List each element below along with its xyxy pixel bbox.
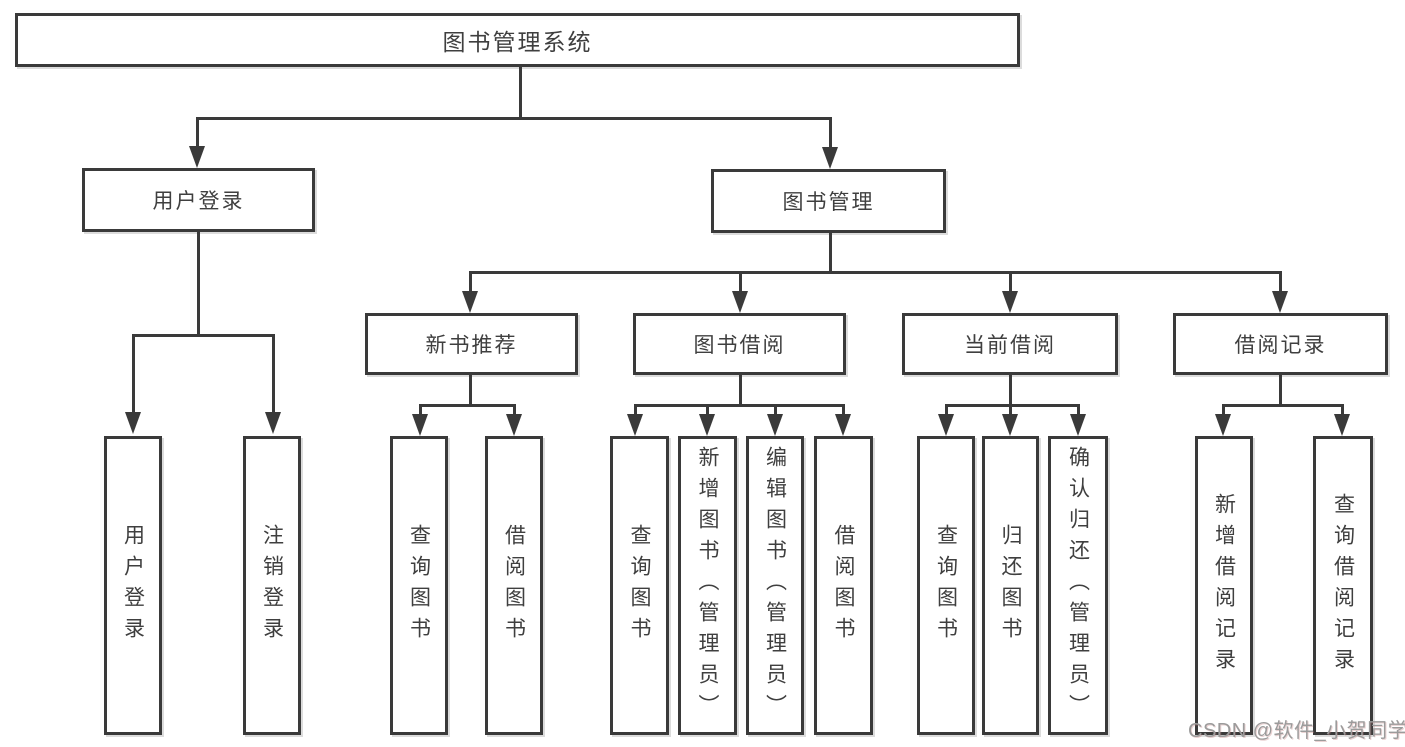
arrow-down-add-book-admin (699, 414, 715, 436)
leaf-add-borrow-record-label: 新增借阅记录 (1212, 492, 1236, 679)
connector-drop-confirm-return-admin (1076, 407, 1080, 414)
arrow-down-borrow-books-recommend (506, 414, 522, 436)
node-user-login: 用户登录 (82, 168, 315, 232)
connector-drop-query-books-borrow (633, 407, 637, 414)
node-current-borrow: 当前借阅 (902, 313, 1118, 375)
leaf-user-login-label: 用户登录 (121, 523, 145, 648)
connector-borrow-record-stem (1278, 375, 1282, 404)
arrow-down-book-management (822, 147, 838, 169)
arrow-down-leaf-user-login (125, 412, 141, 434)
leaf-query-books-recommend-label: 查询图书 (407, 523, 431, 648)
arrow-down-confirm-return-admin (1070, 414, 1086, 436)
node-current-borrow-label: 当前借阅 (964, 334, 1056, 357)
connector-user-login-bar (131, 334, 275, 337)
connector-book-management-stem (828, 233, 832, 271)
leaf-query-books-borrow: 查询图书 (610, 436, 669, 735)
watermark: CSDN @软件_小贺同学 (1188, 720, 1405, 742)
arrow-down-query-borrow-record (1334, 414, 1350, 436)
arrow-down-borrow-books-borrow (835, 414, 851, 436)
leaf-edit-book-admin-label: 编辑图书（管理员） (763, 446, 787, 725)
arrow-down-book-borrow (732, 291, 748, 313)
connector-user-login-stem (196, 232, 200, 334)
arrow-down-query-books-borrow (627, 414, 643, 436)
leaf-borrow-books-recommend: 借阅图书 (485, 436, 543, 735)
connector-drop-current-borrow (1008, 274, 1012, 291)
connector-drop-return-book (1008, 407, 1012, 414)
arrow-down-add-borrow-record (1215, 414, 1231, 436)
leaf-borrow-books-borrow: 借阅图书 (814, 436, 873, 735)
connector-drop-borrow-books-recommend (512, 407, 516, 414)
connector-level2-bar (196, 117, 832, 120)
leaf-borrow-books-recommend-label: 借阅图书 (502, 523, 526, 648)
connector-drop-add-borrow-record (1221, 407, 1225, 414)
leaf-logout: 注销登录 (243, 436, 301, 735)
node-new-book-recommend: 新书推荐 (365, 313, 578, 375)
leaf-query-books-current: 查询图书 (917, 436, 975, 735)
leaf-borrow-books-borrow-label: 借阅图书 (832, 523, 855, 648)
arrow-down-query-books-current (938, 414, 954, 436)
connector-drop-book-management (828, 120, 832, 147)
connector-drop-add-book-admin (705, 407, 709, 414)
leaf-add-book-admin-label: 新增图书（管理员） (696, 446, 719, 725)
leaf-query-borrow-record: 查询借阅记录 (1313, 436, 1373, 735)
arrow-down-new-book-recommend (462, 291, 478, 313)
leaf-user-login: 用户登录 (104, 436, 162, 735)
arrow-down-borrow-record (1272, 291, 1288, 313)
leaf-add-borrow-record: 新增借阅记录 (1195, 436, 1253, 735)
connector-drop-edit-book-admin (773, 407, 777, 414)
connector-drop-borrow-record (1278, 274, 1282, 291)
connector-drop-query-books-recommend (418, 407, 422, 414)
leaf-edit-book-admin: 编辑图书（管理员） (746, 436, 804, 735)
leaf-query-borrow-record-label: 查询借阅记录 (1331, 492, 1355, 679)
connector-drop-leaf-logout (271, 337, 275, 412)
connector-drop-borrow-books-borrow (841, 407, 845, 414)
arrow-down-user-login (189, 146, 205, 168)
node-root-label: 图书管理系统 (442, 29, 593, 55)
connector-drop-new-book-recommend (468, 274, 472, 291)
connector-drop-leaf-user-login (131, 337, 135, 412)
connector-new-book-recommend-stem (468, 375, 472, 404)
connector-level3-bar (468, 271, 1282, 274)
node-borrow-record: 借阅记录 (1173, 313, 1388, 375)
node-book-borrow: 图书借阅 (633, 313, 846, 375)
connector-current-borrow-bar (944, 404, 1080, 407)
connector-drop-query-books-current (944, 407, 948, 414)
node-new-book-recommend-label: 新书推荐 (425, 334, 518, 357)
node-borrow-record-label: 借阅记录 (1234, 334, 1327, 357)
connector-drop-query-borrow-record (1340, 407, 1344, 414)
connector-drop-user-login (195, 120, 199, 146)
leaf-return-book: 归还图书 (982, 436, 1039, 735)
arrow-down-edit-book-admin (767, 414, 783, 436)
leaf-add-book-admin: 新增图书（管理员） (678, 436, 737, 735)
connector-book-borrow-bar (633, 404, 845, 407)
connector-current-borrow-stem (1008, 375, 1012, 404)
leaf-confirm-return-admin: 确认归还（管理员） (1048, 436, 1108, 735)
leaf-confirm-return-admin-label: 确认归还（管理员） (1066, 446, 1090, 725)
arrow-down-query-books-recommend (412, 414, 428, 436)
connector-borrow-record-bar (1221, 404, 1344, 407)
connector-root-stem (518, 67, 522, 117)
connector-drop-book-borrow (738, 274, 742, 291)
node-book-borrow-label: 图书借阅 (693, 334, 786, 357)
leaf-query-books-borrow-label: 查询图书 (628, 523, 651, 648)
arrow-down-current-borrow (1002, 291, 1018, 313)
leaf-query-books-recommend: 查询图书 (390, 436, 448, 735)
leaf-logout-label: 注销登录 (260, 523, 284, 648)
arrow-down-leaf-logout (265, 412, 281, 434)
leaf-return-book-label: 归还图书 (999, 523, 1022, 648)
node-book-management: 图书管理 (711, 169, 946, 233)
leaf-query-books-current-label: 查询图书 (934, 523, 958, 648)
node-root: 图书管理系统 (15, 13, 1020, 67)
connector-book-borrow-stem (738, 375, 742, 404)
connector-new-book-recommend-bar (418, 404, 516, 407)
arrow-down-return-book (1002, 414, 1018, 436)
node-user-login-label: 用户登录 (152, 190, 245, 213)
node-book-management-label: 图书管理 (782, 191, 875, 214)
